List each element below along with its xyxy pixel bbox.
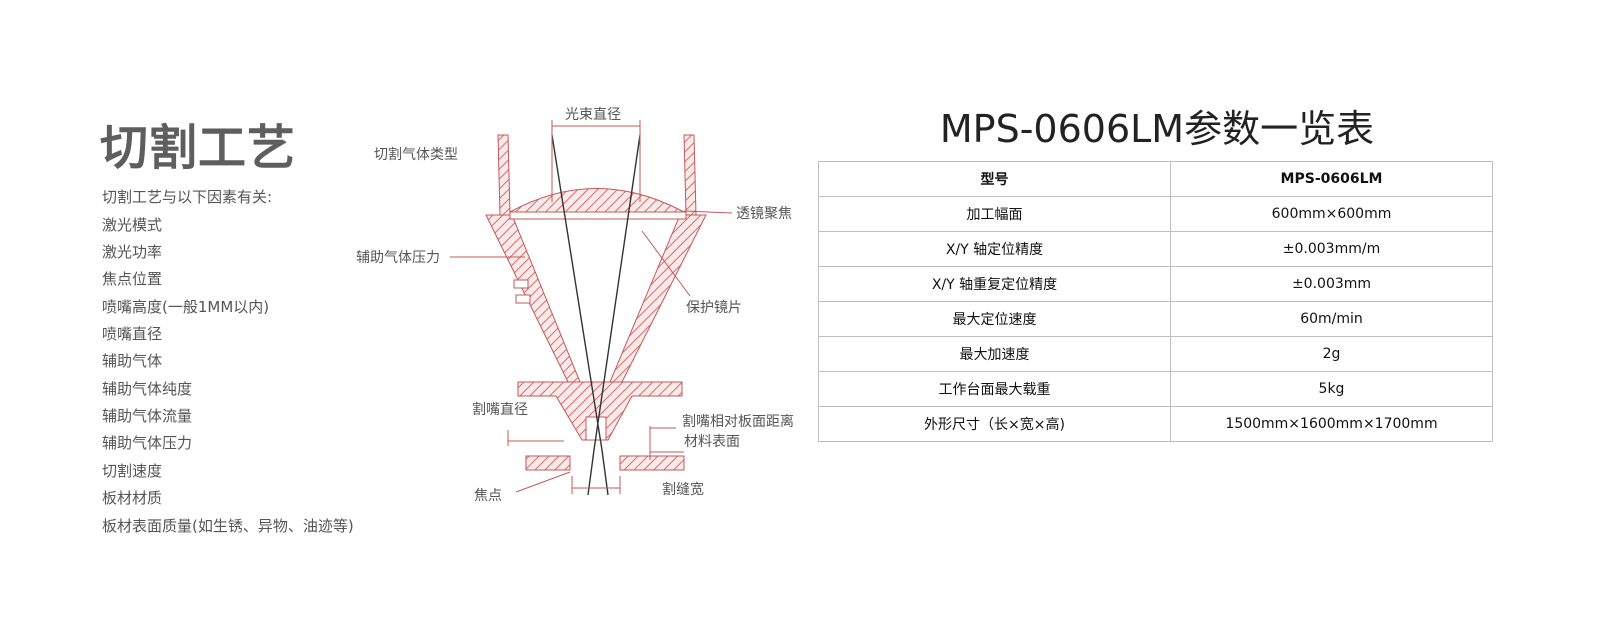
spec-table-title: MPS-0606LM参数一览表 [939, 107, 1375, 151]
focus-lens [509, 188, 685, 213]
label-material-surface: 材料表面 [684, 434, 740, 450]
factor-item: 板材表面质量(如生锈、异物、油迹等) [102, 517, 354, 535]
label-kerf-width: 割缝宽 [662, 481, 704, 498]
gas-port [515, 294, 531, 304]
param-value: 60m/min [1170, 301, 1493, 337]
param-value: 1500mm×1600mm×1700mm [1170, 406, 1493, 442]
factor-item: 板材材质 [102, 489, 163, 507]
table-row: 工作台面最大载重 5kg [818, 371, 1493, 407]
table-row: 最大加速度 2g [818, 336, 1493, 372]
factor-item: 辅助气体流量 [102, 407, 193, 425]
factor-item: 辅助气体纯度 [102, 380, 193, 398]
param-value: ±0.003mm [1170, 266, 1493, 302]
param-name: 最大加速度 [818, 336, 1171, 372]
head-right-wall [609, 134, 707, 383]
table-row: 加工幅面 600mm×600mm [818, 196, 1493, 232]
param-value: ±0.003mm/m [1170, 231, 1493, 267]
param-value: 2g [1170, 336, 1493, 372]
param-name: 外形尺寸（长×宽×高) [818, 406, 1171, 442]
factor-item: 辅助气体 [102, 352, 163, 370]
label-nozzle-distance: 割嘴相对板面距离 [682, 413, 794, 430]
param-name: X/Y 轴定位精度 [818, 231, 1171, 267]
factor-item: 喷嘴直径 [102, 325, 163, 343]
factor-item: 激光模式 [102, 216, 163, 234]
label-gas-pressure: 辅助气体压力 [356, 250, 440, 266]
header-cell: MPS-0606LM [1170, 161, 1493, 197]
protective-lens-plate [509, 211, 687, 220]
label-gas-type: 切割气体类型 [374, 146, 458, 163]
gas-port [513, 279, 529, 289]
param-name: 加工幅面 [818, 196, 1171, 232]
table-header-row: 型号 MPS-0606LM [818, 161, 1493, 197]
factor-item: 切割速度 [102, 462, 163, 480]
header-cell: 型号 [818, 161, 1171, 197]
param-name: 最大定位速度 [818, 301, 1171, 337]
label-lens-focus: 透镜聚焦 [736, 206, 792, 222]
table-row: 外形尺寸（长×宽×高) 1500mm×1600mm×1700mm [818, 406, 1493, 442]
param-value: 5kg [1170, 371, 1493, 407]
leader-lines [450, 210, 733, 494]
factor-item: 激光功率 [102, 243, 163, 261]
spec-table: 型号 MPS-0606LM 加工幅面 600mm×600mm X/Y 轴定位精度… [818, 161, 1493, 442]
laser-beam [551, 134, 641, 496]
factor-item: 辅助气体压力 [102, 434, 193, 452]
label-nozzle-diameter: 割嘴直径 [472, 401, 528, 418]
table-row: X/Y 轴重复定位精度 ±0.003mm [818, 266, 1493, 302]
material-plate-left [525, 455, 571, 471]
table-row: 最大定位速度 60m/min [818, 301, 1493, 337]
head-left-wall [485, 134, 581, 383]
beam-diameter-dimension [551, 120, 641, 202]
factor-item: 喷嘴高度(一般1MM以内) [102, 298, 270, 316]
label-beam-diameter: 光束直径 [565, 106, 621, 123]
param-value: 600mm×600mm [1170, 196, 1493, 232]
param-name: X/Y 轴重复定位精度 [818, 266, 1171, 302]
section-title: 切割工艺 [100, 120, 297, 176]
label-protective-lens: 保护镜片 [686, 300, 742, 316]
factor-item: 焦点位置 [102, 270, 163, 288]
label-focus-point: 焦点 [474, 488, 502, 504]
table-row: X/Y 轴定位精度 ±0.003mm/m [818, 231, 1493, 267]
material-plate-right [619, 455, 685, 471]
cutting-head-diagram: 光束直径 切割气体类型 透镜聚焦 辅助气体压力 保护镜片 割嘴直径 割嘴相对板面… [350, 90, 820, 550]
param-name: 工作台面最大载重 [818, 371, 1171, 407]
factors-intro: 切割工艺与以下因素有关: [102, 188, 273, 206]
